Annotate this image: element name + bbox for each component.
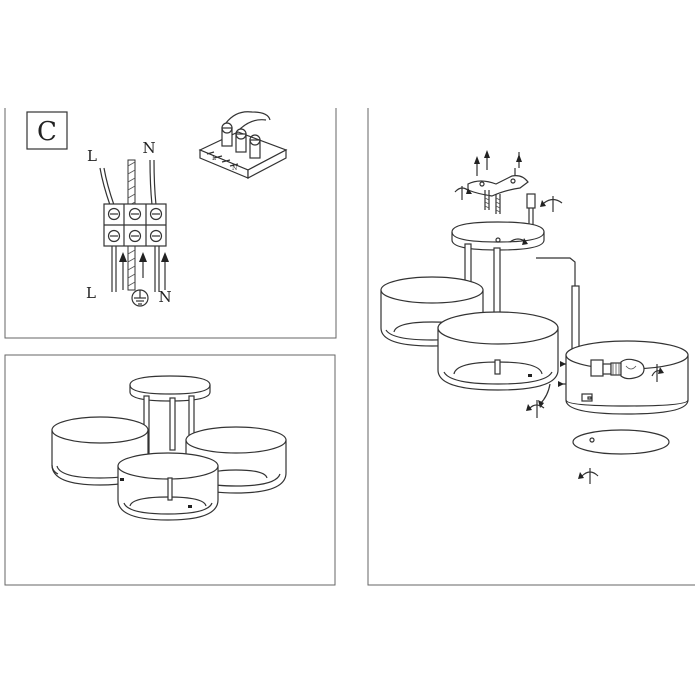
svg-text:N: N	[232, 165, 237, 172]
wiring-panel: C L N L N	[4, 108, 337, 339]
terminal-block-icon: L N	[198, 111, 288, 179]
rotate-arrow-icon	[651, 364, 664, 382]
rotate-arrow-icon	[526, 400, 545, 418]
svg-text:L: L	[212, 155, 216, 162]
mounting-hardware	[467, 150, 536, 232]
rotate-arrow-icon	[540, 196, 563, 212]
rotate-arrow-icon	[454, 186, 472, 200]
power-cable	[536, 257, 576, 286]
terminal-block	[103, 203, 167, 247]
rotate-arrow-icon	[578, 468, 599, 484]
lamp-wires	[111, 246, 160, 292]
label-top-n: N	[142, 139, 155, 157]
label-bottom-l: L	[86, 284, 96, 302]
supply-wires	[99, 159, 157, 206]
lamp-shade-front	[117, 452, 219, 521]
label-top-l: L	[87, 147, 97, 165]
insert-arrow-icons	[119, 252, 169, 290]
lamp-shade-middle	[437, 311, 559, 391]
exploded-view-panel	[367, 108, 695, 586]
assembled-view-panel	[4, 354, 336, 586]
glass-diffuser	[572, 429, 670, 455]
panel-badge-letter: C	[37, 117, 57, 147]
panel-badge-box	[26, 111, 68, 150]
label-bottom-n: N	[158, 288, 171, 306]
ground-symbol-icon	[131, 289, 149, 307]
ceiling-canopy	[129, 375, 211, 402]
light-bulb-icon	[590, 358, 645, 380]
